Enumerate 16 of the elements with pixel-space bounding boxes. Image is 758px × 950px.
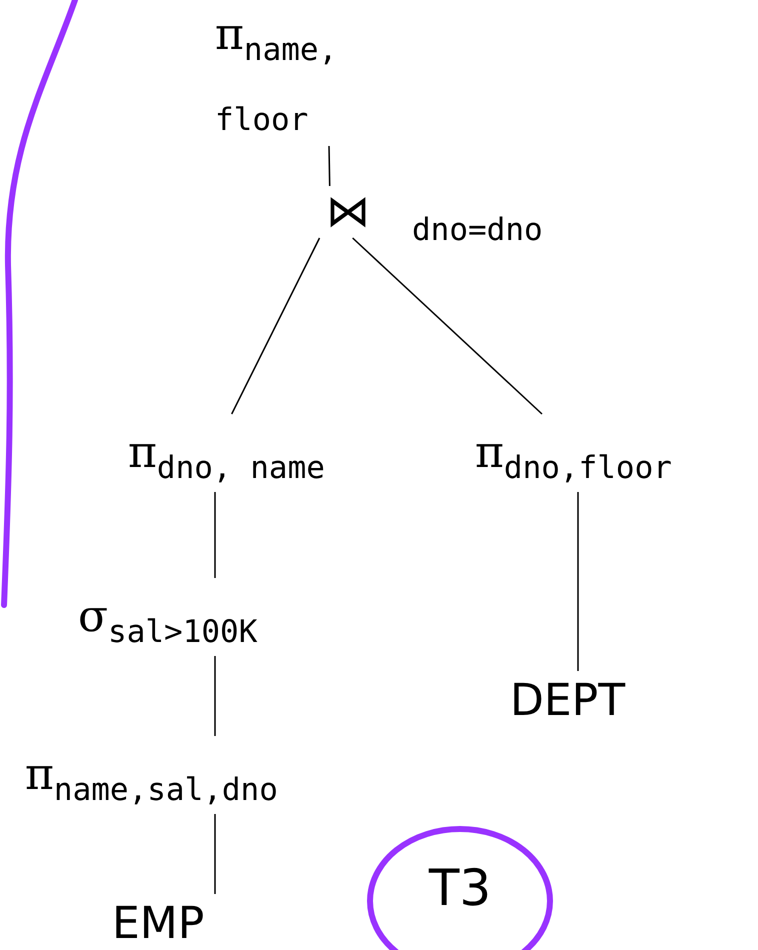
tree-edge [328, 146, 330, 186]
tree-edge [214, 492, 216, 578]
projection-label: π$_{name,sal,dno}$ [25, 740, 375, 810]
join-symbol: ⋈ [318, 190, 378, 234]
relation-label: DEPT [510, 675, 670, 727]
tree-edge [231, 238, 320, 414]
projection-label: π$_{dno, name}$ [128, 418, 400, 488]
projection-label: π$_{dno,floor}$ [475, 418, 755, 488]
selection-label: σ$_{sal>100K}$ [78, 582, 338, 652]
join-condition: dno=dno [412, 212, 543, 248]
tree-edge [577, 492, 579, 671]
tree-edge [352, 237, 542, 415]
relation-label: EMP [112, 898, 237, 950]
tag-text: T3 [428, 860, 492, 916]
tree-edge [214, 656, 216, 736]
tree-edge [214, 814, 216, 894]
